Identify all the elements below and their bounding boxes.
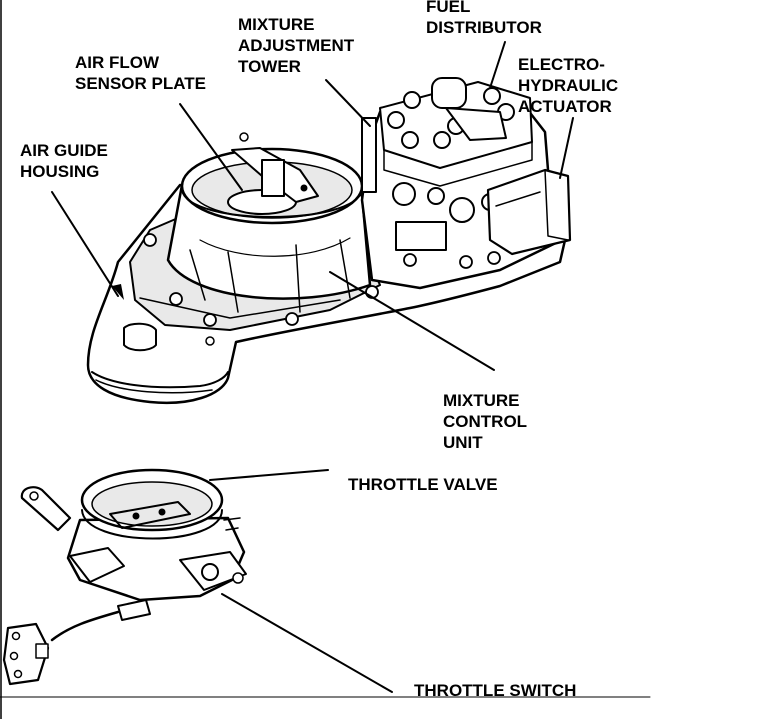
label-line: THROTTLE SWITCH bbox=[414, 681, 577, 700]
label-line: CONTROL bbox=[443, 412, 528, 431]
label-line: ELECTRO- bbox=[518, 55, 605, 74]
label-throttle-valve: THROTTLE VALVE bbox=[348, 474, 498, 495]
label-air-guide-housing: AIR GUIDE HOUSING bbox=[20, 140, 108, 182]
label-line: ADJUSTMENT bbox=[238, 36, 355, 55]
label-line: HYDRAULIC bbox=[518, 76, 619, 95]
leader-air-guide-housing bbox=[51, 191, 119, 297]
label-air-flow-sensor-plate: AIR FLOW SENSOR PLATE bbox=[75, 52, 206, 94]
label-line: TOWER bbox=[238, 57, 301, 76]
label-line: SENSOR PLATE bbox=[75, 74, 206, 93]
label-line: DISTRIBUTOR bbox=[426, 18, 542, 37]
mixture-control-unit-drawing bbox=[360, 77, 572, 290]
label-line: UNIT bbox=[443, 433, 483, 452]
label-electro-hydraulic-actuator: ELECTRO- HYDRAULIC ACTUATOR bbox=[518, 54, 618, 117]
air-funnel-drawing bbox=[166, 132, 372, 313]
leader-mixture-adjustment-tower bbox=[325, 79, 371, 127]
leader-fuel-distributor bbox=[489, 41, 506, 89]
arrowhead-air-guide-housing bbox=[112, 284, 124, 300]
label-line: MIXTURE bbox=[238, 15, 315, 34]
label-line: AIR FLOW bbox=[75, 53, 160, 72]
leader-air-flow-sensor-plate bbox=[179, 103, 243, 191]
leader-lines bbox=[51, 41, 574, 693]
leader-throttle-switch bbox=[221, 593, 393, 693]
leader-throttle-valve bbox=[209, 469, 329, 481]
label-mixture-control-unit: MIXTURE CONTROL UNIT bbox=[443, 390, 527, 453]
label-fuel-distributor: FUEL DISTRIBUTOR bbox=[426, 0, 542, 38]
leader-mixture-control-unit bbox=[329, 271, 495, 371]
label-line: THROTTLE VALVE bbox=[348, 475, 498, 494]
label-line: HOUSING bbox=[20, 162, 100, 181]
leader-electro-hydraulic-actuator bbox=[559, 117, 574, 179]
label-mixture-adjustment-tower: MIXTURE ADJUSTMENT TOWER bbox=[238, 14, 354, 77]
label-line: MIXTURE bbox=[443, 391, 520, 410]
throttle-body-drawing bbox=[2, 468, 247, 686]
label-throttle-switch: THROTTLE SWITCH bbox=[414, 680, 576, 701]
label-line: ACTUATOR bbox=[518, 97, 612, 116]
label-line: FUEL bbox=[426, 0, 471, 16]
label-line: AIR GUIDE bbox=[20, 141, 108, 160]
